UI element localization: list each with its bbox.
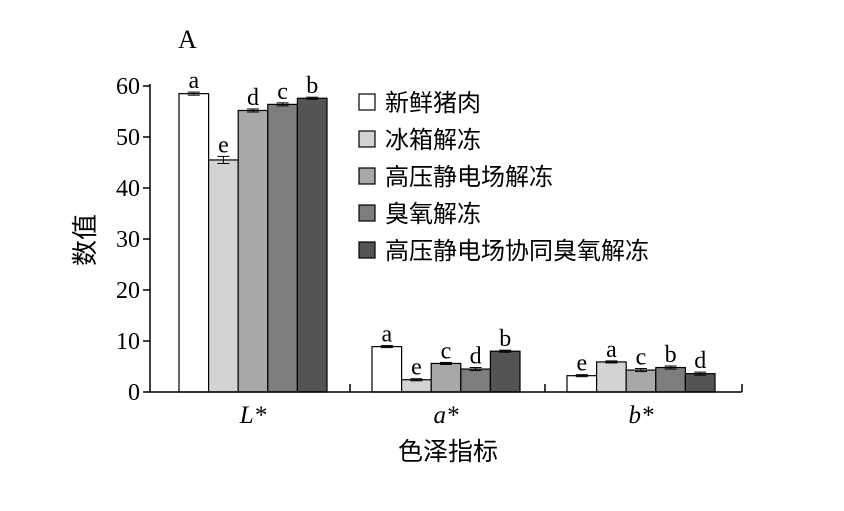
bar [566, 375, 598, 393]
panel-label: A [178, 25, 197, 54]
legend-swatch [358, 93, 376, 111]
legend-label: 冰箱解冻 [385, 126, 481, 154]
legend-swatch [358, 167, 376, 185]
bar [460, 368, 491, 393]
y-tick-label: 60 [116, 74, 140, 100]
x-tick-label: L* [239, 402, 267, 429]
significance-letter: a [188, 68, 199, 94]
legend-swatch [358, 204, 376, 222]
x-tick-label: b* [629, 402, 655, 429]
bar [655, 366, 686, 393]
bar [595, 361, 627, 393]
significance-letter: e [576, 351, 587, 377]
significance-letter: c [441, 338, 452, 364]
y-tick-label: 40 [116, 176, 140, 202]
legend-label: 高压静电场解冻 [385, 163, 553, 191]
y-tick-label: 30 [116, 227, 140, 253]
x-tick-label: a* [434, 402, 460, 429]
bar [401, 379, 432, 393]
bar [296, 97, 328, 393]
significance-letter: c [636, 345, 647, 371]
significance-letter: c [277, 79, 288, 105]
significance-letter: d [247, 85, 259, 111]
bar [684, 373, 716, 393]
legend-label: 高压静电场协同臭氧解冻 [385, 237, 649, 265]
significance-letter: b [499, 326, 511, 352]
legend-label: 臭氧解冻 [385, 200, 481, 228]
significance-letter: d [470, 344, 482, 370]
legend-label: 新鲜猪肉 [385, 89, 481, 117]
significance-letter: b [306, 73, 318, 99]
significance-letter: d [694, 348, 706, 374]
significance-letter: e [218, 132, 229, 158]
bar [489, 350, 521, 393]
bar [178, 93, 210, 393]
bar [371, 346, 403, 393]
y-tick-label: 50 [116, 125, 140, 151]
legend-swatch [358, 130, 376, 148]
significance-letter: b [665, 342, 677, 368]
bar [237, 109, 269, 393]
y-tick-label: 0 [128, 380, 140, 406]
y-tick-label: 10 [116, 329, 140, 355]
bar [430, 362, 462, 393]
axes-layer: 0 10 20 30 40 50 60L* a* b* [116, 74, 743, 429]
legend-swatch [358, 241, 376, 259]
bar [208, 159, 239, 393]
significance-letter: a [606, 337, 617, 363]
bar [625, 369, 657, 393]
y-axis-label: 数值 [71, 214, 101, 266]
significance-letter: a [381, 322, 392, 348]
x-axis-label: 色泽指标 [398, 437, 498, 466]
bar [267, 103, 298, 393]
significance-letter: e [411, 355, 422, 381]
y-tick-label: 20 [116, 278, 140, 304]
